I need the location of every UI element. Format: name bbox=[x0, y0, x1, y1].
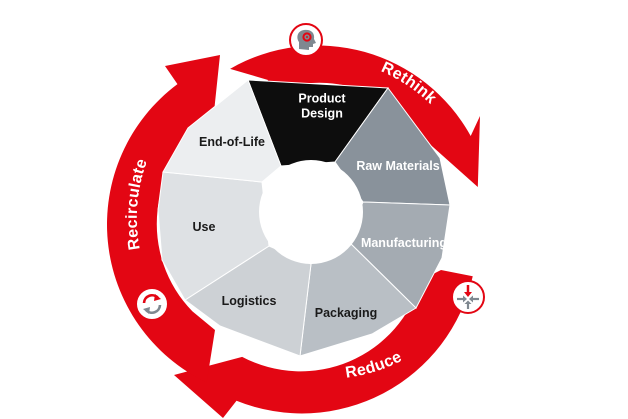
center-hole bbox=[259, 160, 363, 264]
segment-label-line: Use bbox=[193, 220, 216, 234]
segment-label-line: Logistics bbox=[222, 294, 277, 308]
segment-label-line: End-of-Life bbox=[199, 135, 265, 149]
segment-label-7: End-of-Life bbox=[199, 135, 265, 149]
compress-arrows-icon bbox=[451, 280, 485, 314]
segment-label-line: Packaging bbox=[315, 306, 378, 320]
segment-label-2: Raw Materials bbox=[356, 159, 439, 173]
segment-label-line: Design bbox=[301, 107, 343, 121]
segment-label-4: Packaging bbox=[315, 306, 378, 320]
segment-label-line: Product bbox=[298, 92, 346, 106]
segment-label-line: Raw Materials bbox=[356, 159, 439, 173]
segment-label-line: Manufacturing bbox=[361, 236, 447, 250]
recycle-arrows-icon bbox=[135, 287, 169, 321]
lifecycle-segments bbox=[157, 79, 451, 357]
segment-7 bbox=[162, 79, 282, 183]
segment-label-3: Manufacturing bbox=[361, 236, 447, 250]
segment-label-6: Use bbox=[193, 220, 216, 234]
segment-label-5: Logistics bbox=[222, 294, 277, 308]
head-with-gears-icon bbox=[289, 23, 323, 57]
rethink-arrow-band bbox=[230, 45, 480, 188]
reduce-arrow-band bbox=[174, 270, 473, 418]
